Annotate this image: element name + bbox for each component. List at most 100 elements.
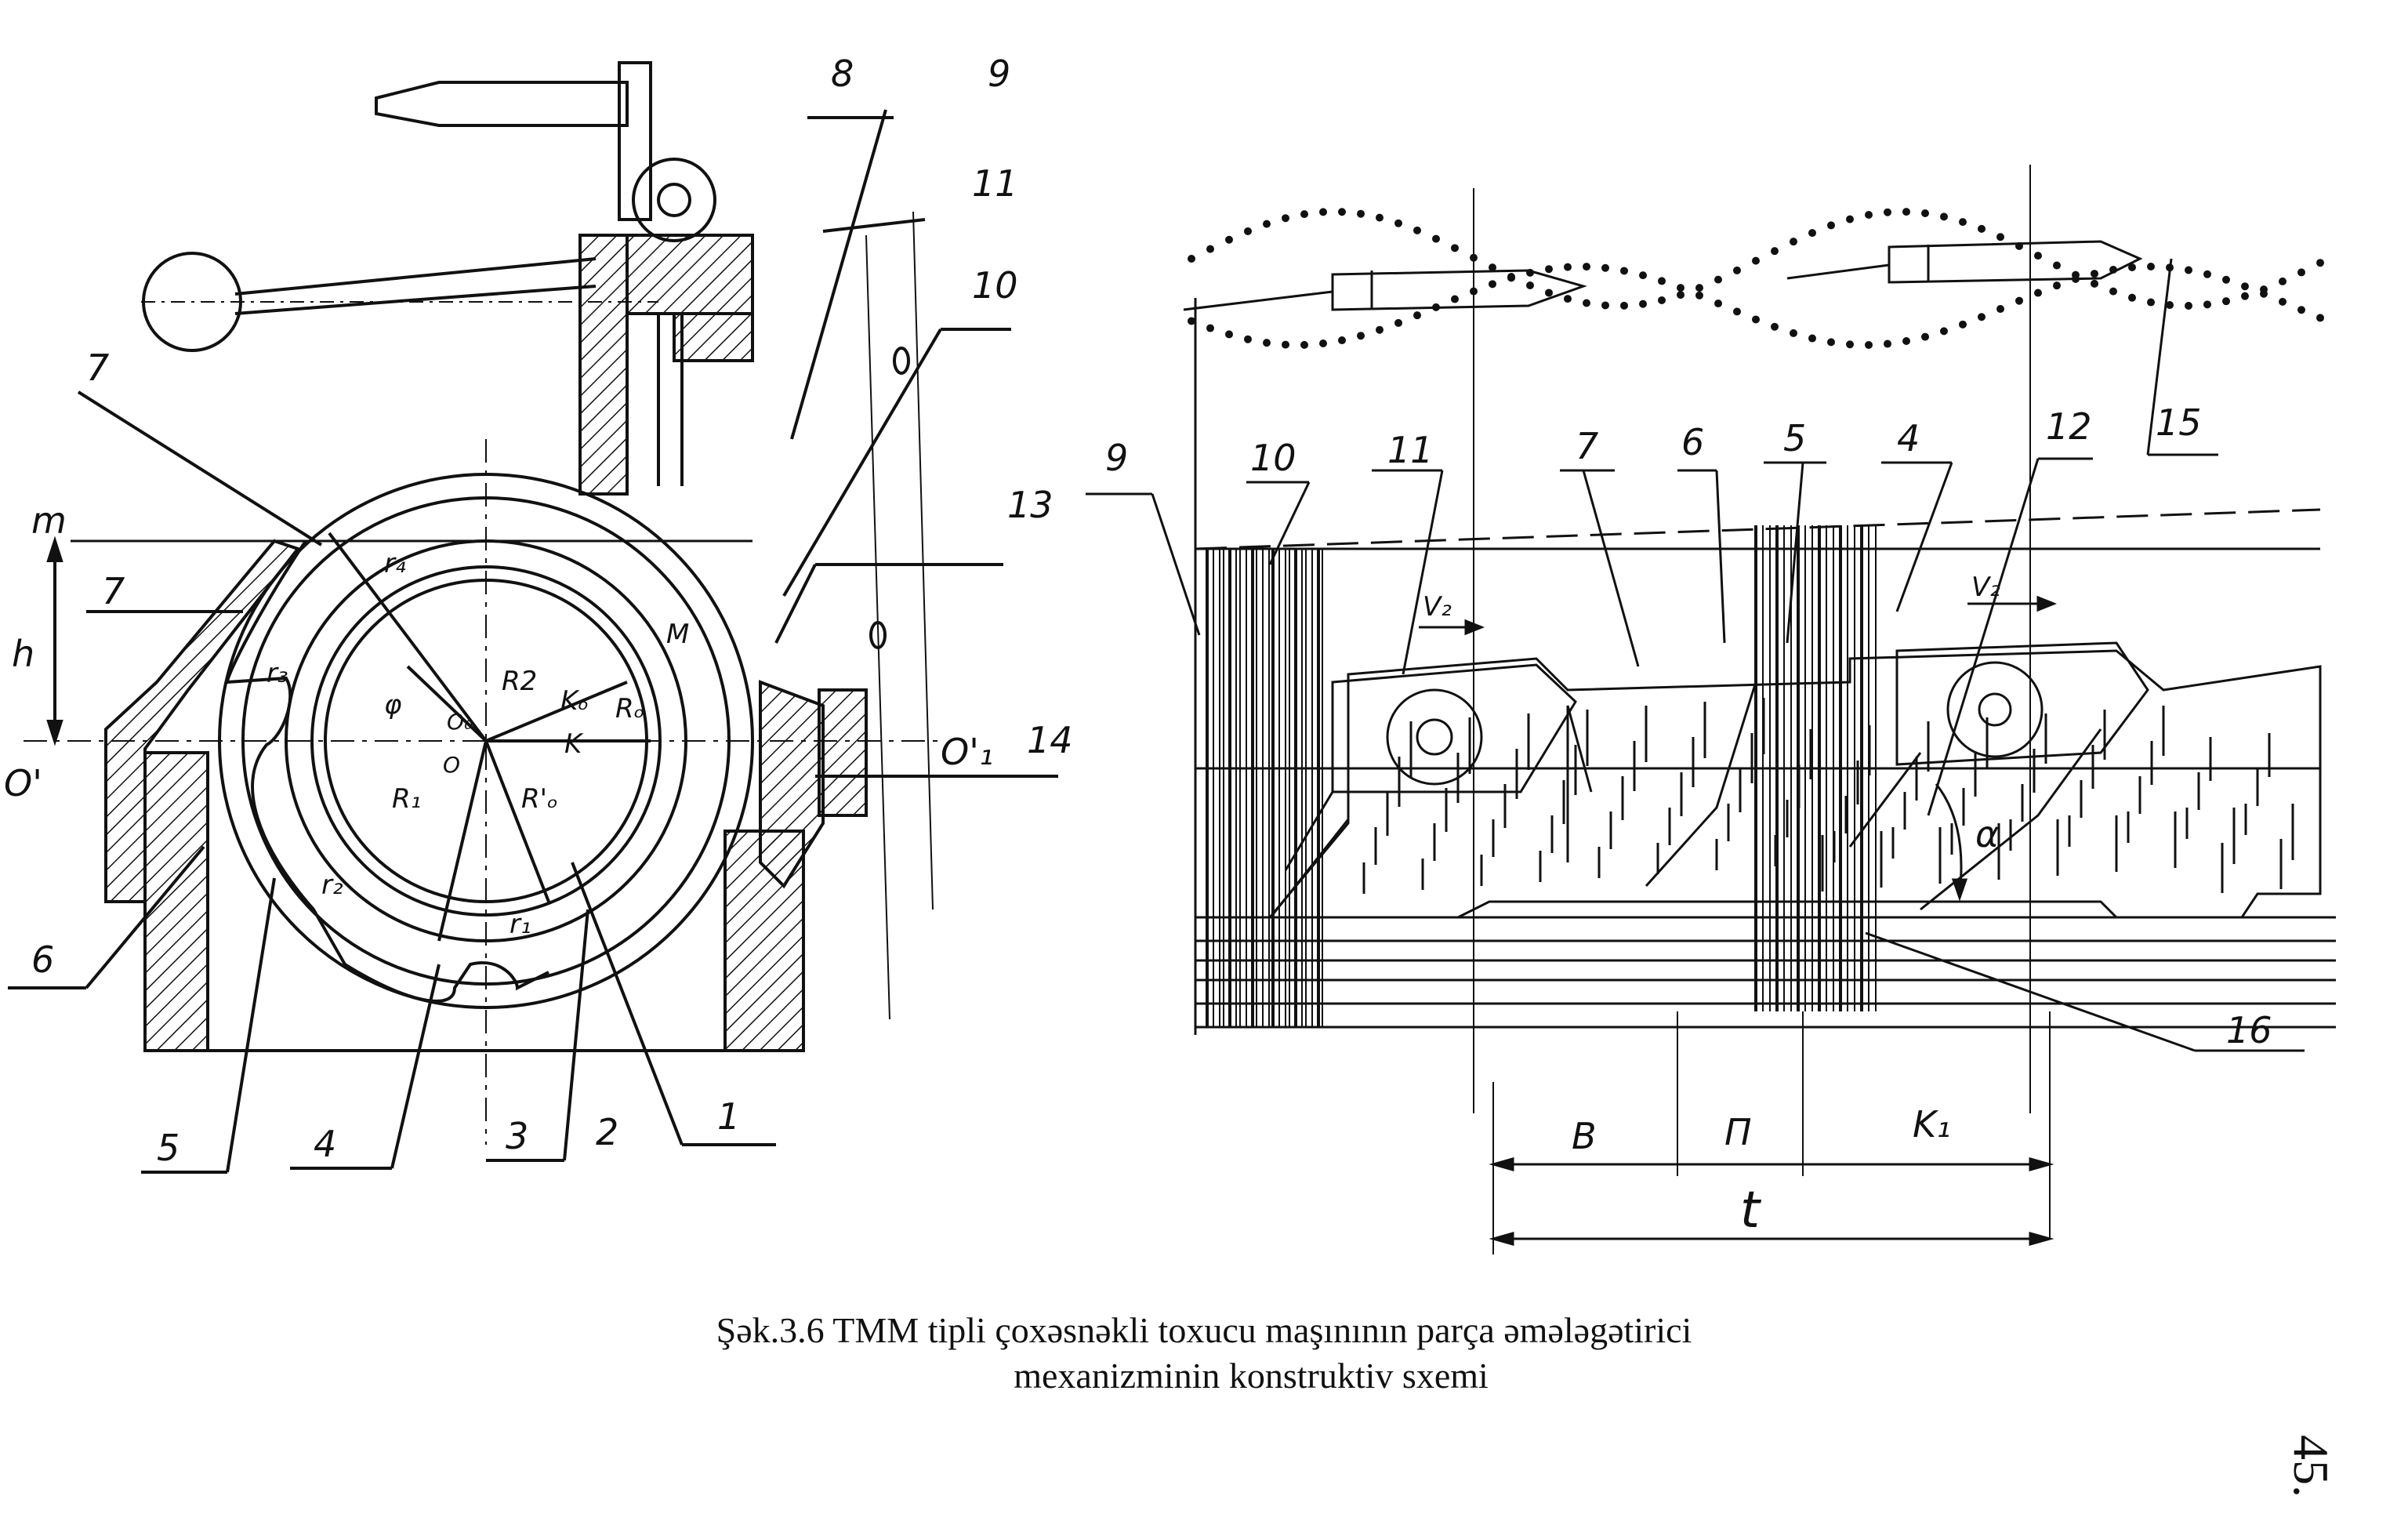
shuttle-path-dot xyxy=(1282,340,1289,349)
shuttle-path-dot xyxy=(1300,340,1308,349)
label-r-16: 16 xyxy=(2226,1009,2272,1051)
shuttle-path-dot xyxy=(1451,244,1459,252)
shuttle-path-dot xyxy=(1319,208,1327,216)
shuttle-path-dot xyxy=(2241,292,2249,300)
shuttle-path-dot xyxy=(1620,267,1628,275)
shuttle-path-dot xyxy=(1677,291,1685,300)
cloth-profile xyxy=(1195,649,2322,919)
shuttle-path-dot xyxy=(1677,284,1685,292)
label-1: 1 xyxy=(717,1095,740,1138)
shuttle-path-dot xyxy=(2279,277,2287,285)
label-o-prime: O' xyxy=(4,762,42,804)
shuttle-path-dot xyxy=(1282,214,1289,223)
shuttle-path-dot xyxy=(1996,233,2004,241)
shuttle-path-dot xyxy=(1451,295,1459,303)
label-P: Π xyxy=(1724,1111,1752,1153)
shuttle-path-dot xyxy=(1808,334,1816,343)
slide-housing xyxy=(578,234,629,496)
shuttle-path-dot xyxy=(1940,212,1948,221)
left-diagram-labels: 8 9 11 10 7 m 7 h O' 13 O'₁ 14 6 5 4 3 2… xyxy=(4,53,1073,1169)
label-r2: r₂ xyxy=(321,870,343,901)
roller-hub xyxy=(657,183,691,217)
shuttle-path-dot xyxy=(2222,297,2230,306)
roller-right-inner xyxy=(1978,692,2012,727)
shuttle-left xyxy=(1331,269,1587,311)
label-R2: R2 xyxy=(502,666,537,697)
shuttle-path-dot xyxy=(1865,340,1873,349)
roller-right-outer xyxy=(1946,661,2044,758)
shuttle-path-dot xyxy=(1601,263,1609,272)
shuttle-path-dot xyxy=(1959,320,1967,329)
label-r-6: 6 xyxy=(1681,421,1704,463)
shuttle-path-dot xyxy=(1827,338,1835,347)
shuttle-path-dot xyxy=(1921,209,1929,217)
warp-threads xyxy=(1206,525,2294,1027)
cam-profile xyxy=(225,539,549,1003)
shuttle-path-dot xyxy=(1790,238,1797,246)
shuttle-path-dot xyxy=(1921,332,1929,341)
shuttle-path-dot xyxy=(2091,270,2098,278)
shuttle-path-dot xyxy=(1827,221,1835,230)
shuttle-path-dot xyxy=(2053,261,2061,270)
shuttle-path-dot xyxy=(2260,289,2268,298)
shuttle-path-dot xyxy=(1639,300,1647,308)
label-r-9: 9 xyxy=(1105,437,1128,479)
shuttle-path-dot xyxy=(1790,329,1797,337)
shuttle-path-dot xyxy=(1225,235,1233,244)
shuttle-path-dot xyxy=(1639,271,1647,280)
label-5: 5 xyxy=(157,1127,180,1169)
shuttle-path-dot xyxy=(1545,289,1553,297)
shuttle-path-dot xyxy=(1432,234,1440,243)
shuttle-path-dot xyxy=(1376,325,1384,334)
shuttle-path-dot xyxy=(1319,339,1327,347)
roller xyxy=(632,158,716,242)
shuttle-path-dot xyxy=(2109,287,2117,296)
label-r-7: 7 xyxy=(1576,425,1598,467)
shuttle-right xyxy=(1888,240,2143,284)
shuttle-path-dot xyxy=(1902,337,1910,346)
shuttle-path-dot xyxy=(2316,314,2324,322)
shuttle-path-dot xyxy=(1752,256,1760,265)
shuttle-path-dot xyxy=(2279,297,2287,306)
shuttle-path-dot xyxy=(2222,275,2230,284)
shuttle-path-dot xyxy=(2147,298,2155,307)
label-Oo: O₀ xyxy=(447,709,473,735)
shuttle-path-dot xyxy=(1846,215,1854,223)
shuttle-path-dot xyxy=(1771,322,1779,331)
shuttle-path-dot xyxy=(1583,263,1590,271)
frame-block-right xyxy=(818,688,868,817)
label-r4: r₄ xyxy=(384,548,406,579)
shuttle-path-dot xyxy=(2128,293,2136,302)
label-14: 14 xyxy=(1027,719,1073,761)
shuttle-path-dot xyxy=(1714,275,1722,284)
shuttle-path-dot xyxy=(1564,295,1572,303)
shuttle-path-dot xyxy=(1601,301,1609,310)
shuttle-path-dot xyxy=(1978,313,1986,321)
shuttle-path-dot xyxy=(1695,284,1703,292)
caption-line-1: Şək.3.6 TMM tipli çoxəsnəkli toxucu maşı… xyxy=(716,1310,1692,1350)
shuttle-path-dot xyxy=(1376,213,1384,222)
right-diagram-labels: 9 10 11 7 6 5 4 12 15 16 V₂ V₂ α B Π K₁ … xyxy=(1105,401,2272,1240)
shuttle-path-dot xyxy=(2091,279,2098,288)
shuttle-path-dot xyxy=(1884,339,1891,348)
label-9-left: 9 xyxy=(988,53,1010,95)
label-phi: φ xyxy=(384,689,402,721)
label-v2-left: V₂ xyxy=(1423,591,1452,623)
shuttle-path-dot xyxy=(1545,265,1553,274)
top-lever xyxy=(375,81,629,127)
shuttle-path-dot xyxy=(1507,274,1515,282)
shuttle-path-dot xyxy=(2034,252,2042,260)
lever-post xyxy=(618,61,652,221)
label-h: h xyxy=(12,633,34,675)
shuttle-path-dot xyxy=(2034,289,2042,297)
shuttle-path-dot xyxy=(1263,339,1271,347)
shuttle-path-dot xyxy=(1206,245,1214,253)
caption-line-2: mexanizminin konstruktiv sxemi xyxy=(1014,1356,1489,1396)
shuttle-path-dot xyxy=(1583,299,1590,307)
shuttle-path-dot xyxy=(1188,317,1195,325)
frame-post-left xyxy=(143,751,209,1052)
shuttle-path-dot xyxy=(1620,301,1628,310)
label-r-15: 15 xyxy=(2156,401,2202,444)
label-B: B xyxy=(1572,1115,1597,1157)
label-2: 2 xyxy=(596,1111,618,1153)
